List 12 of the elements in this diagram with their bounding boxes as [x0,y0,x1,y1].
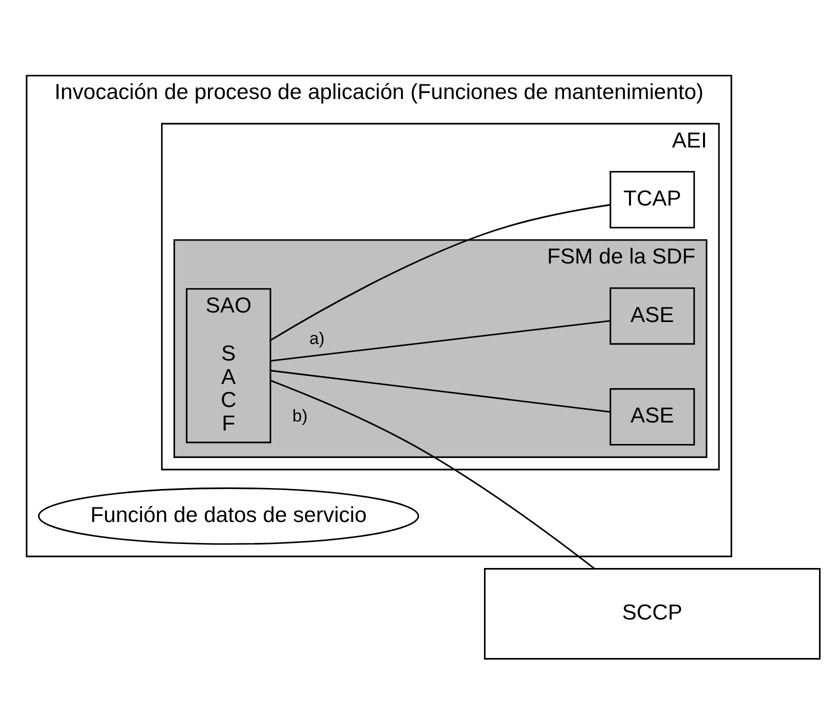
connector [270,370,610,413]
connector [270,380,596,570]
node-box: SAO S A C F [186,288,272,444]
node-box: TCAP [610,171,695,228]
node-box: ASE [610,388,695,446]
node-ellipse: Función de datos de servicio [38,487,420,545]
node-box: SCCP [484,568,821,660]
edge-label: b) [292,406,308,426]
connector [270,204,610,341]
connector [270,320,610,362]
edge-label: a) [309,328,325,348]
node-box: ASE [610,287,695,345]
